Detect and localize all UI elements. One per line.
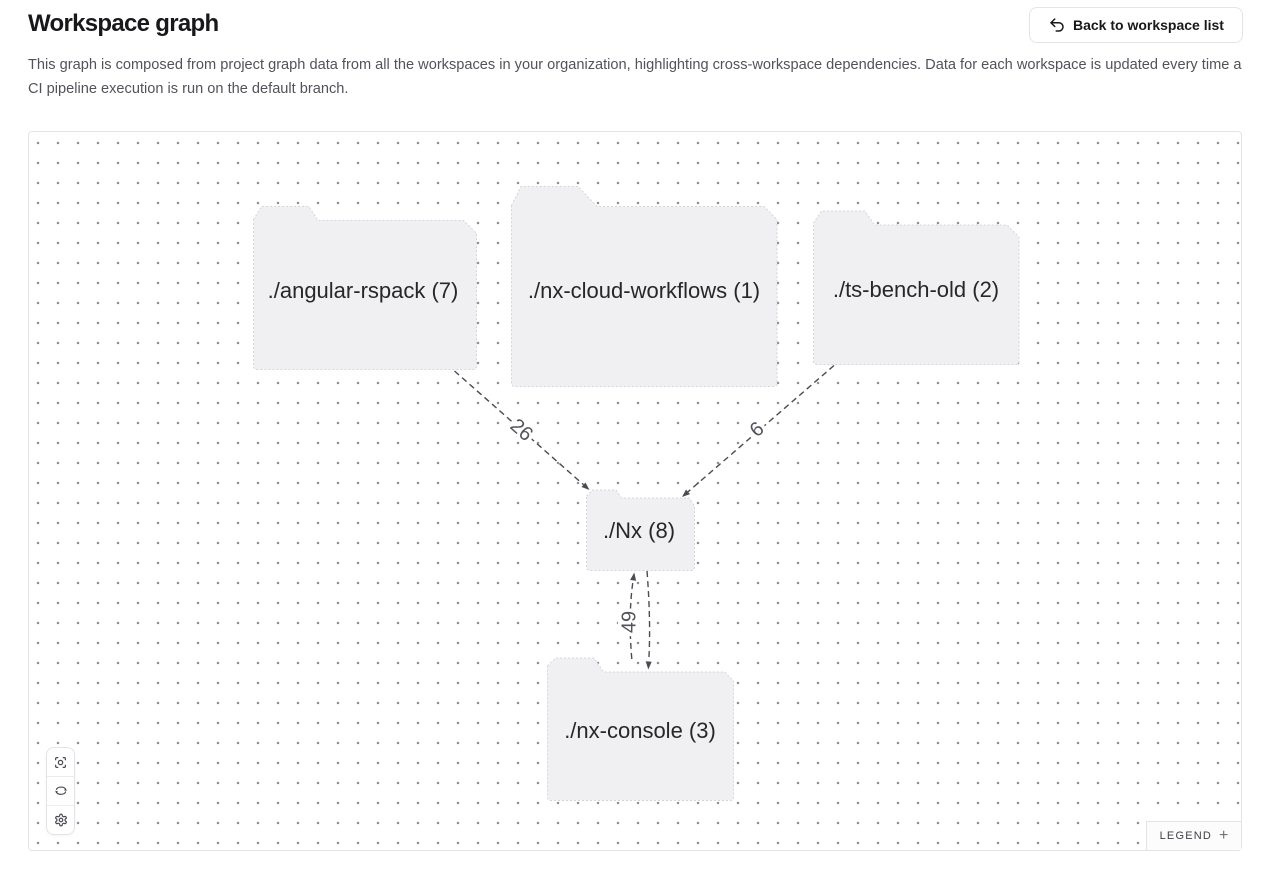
svg-text:./nx-cloud-workflows (1): ./nx-cloud-workflows (1)	[528, 278, 760, 303]
svg-text:26: 26	[506, 415, 537, 446]
svg-text:./Nx (8): ./Nx (8)	[603, 518, 675, 543]
svg-text:./nx-console (3): ./nx-console (3)	[564, 718, 716, 743]
svg-text:./ts-bench-old (2): ./ts-bench-old (2)	[833, 277, 999, 302]
svg-text:./angular-rspack (7): ./angular-rspack (7)	[268, 278, 459, 303]
svg-text:49: 49	[619, 611, 641, 633]
